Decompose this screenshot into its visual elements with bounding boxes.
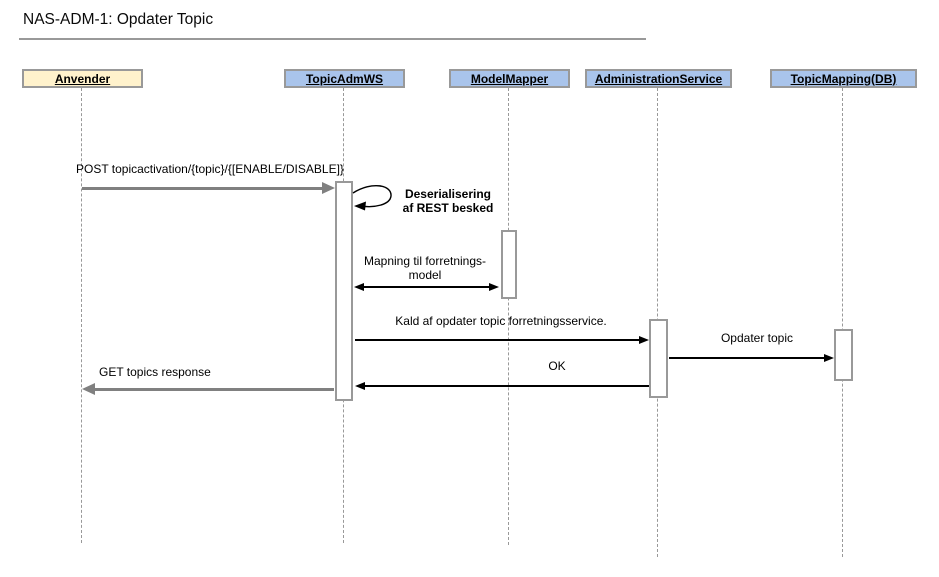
lifeline-header-topicmappingdb: TopicMapping(DB) <box>770 69 917 88</box>
message-mapping-line <box>360 286 494 288</box>
lifeline-header-topicadmws: TopicAdmWS <box>284 69 405 88</box>
lifeline-header-modelmapper: ModelMapper <box>449 69 570 88</box>
lifeline-modelmapper <box>508 88 510 545</box>
diagram-title: NAS-ADM-1: Opdater Topic <box>23 11 214 28</box>
message-get-response-line <box>95 388 334 391</box>
activation-administrationservice <box>649 319 668 398</box>
lifeline-header-administrationservice: AdministrationService <box>585 69 732 88</box>
lifeline-header-topicadmws-label: TopicAdmWS <box>305 71 384 86</box>
message-opdater-arrowhead-icon <box>824 353 834 362</box>
message-deserialize-label: Deserialisering af REST besked <box>402 187 494 215</box>
lifeline-header-topicmappingdb-label: TopicMapping(DB) <box>790 71 897 86</box>
message-ok-arrowhead-icon <box>355 381 365 390</box>
lifeline-anvender <box>81 88 83 543</box>
self-message-loop-icon <box>352 185 392 211</box>
message-get-response-arrowhead-icon <box>82 382 95 395</box>
message-opdater-label: Opdater topic <box>720 331 794 345</box>
message-kald-line <box>355 339 640 341</box>
message-opdater-line <box>669 357 825 359</box>
message-post-arrowhead-icon <box>322 181 335 194</box>
lifeline-header-anvender: Anvender <box>22 69 143 88</box>
title-underline <box>19 38 646 40</box>
message-mapping-label: Mapning til forretnings- model <box>363 254 487 282</box>
lifeline-header-anvender-label: Anvender <box>54 71 111 86</box>
message-post-line <box>82 187 322 190</box>
lifeline-topicmappingdb <box>842 88 844 557</box>
message-ok-label: OK <box>548 359 566 373</box>
activation-topicmappingdb <box>834 329 853 381</box>
message-mapping-left-arrowhead-icon <box>354 282 364 291</box>
message-get-response-label: GET topics response <box>99 365 211 379</box>
lifeline-header-modelmapper-label: ModelMapper <box>470 71 549 86</box>
lifeline-header-administrationservice-label: AdministrationService <box>594 71 723 86</box>
activation-topicadmws <box>335 181 353 401</box>
message-post-label: POST topicactivation/{topic}/{[ENABLE/DI… <box>76 162 344 176</box>
message-kald-arrowhead-icon <box>639 335 649 344</box>
message-kald-label: Kald af opdater topic forretningsservice… <box>395 314 607 328</box>
activation-modelmapper <box>501 230 517 299</box>
message-mapping-right-arrowhead-icon <box>489 282 499 291</box>
message-ok-line <box>365 385 649 387</box>
